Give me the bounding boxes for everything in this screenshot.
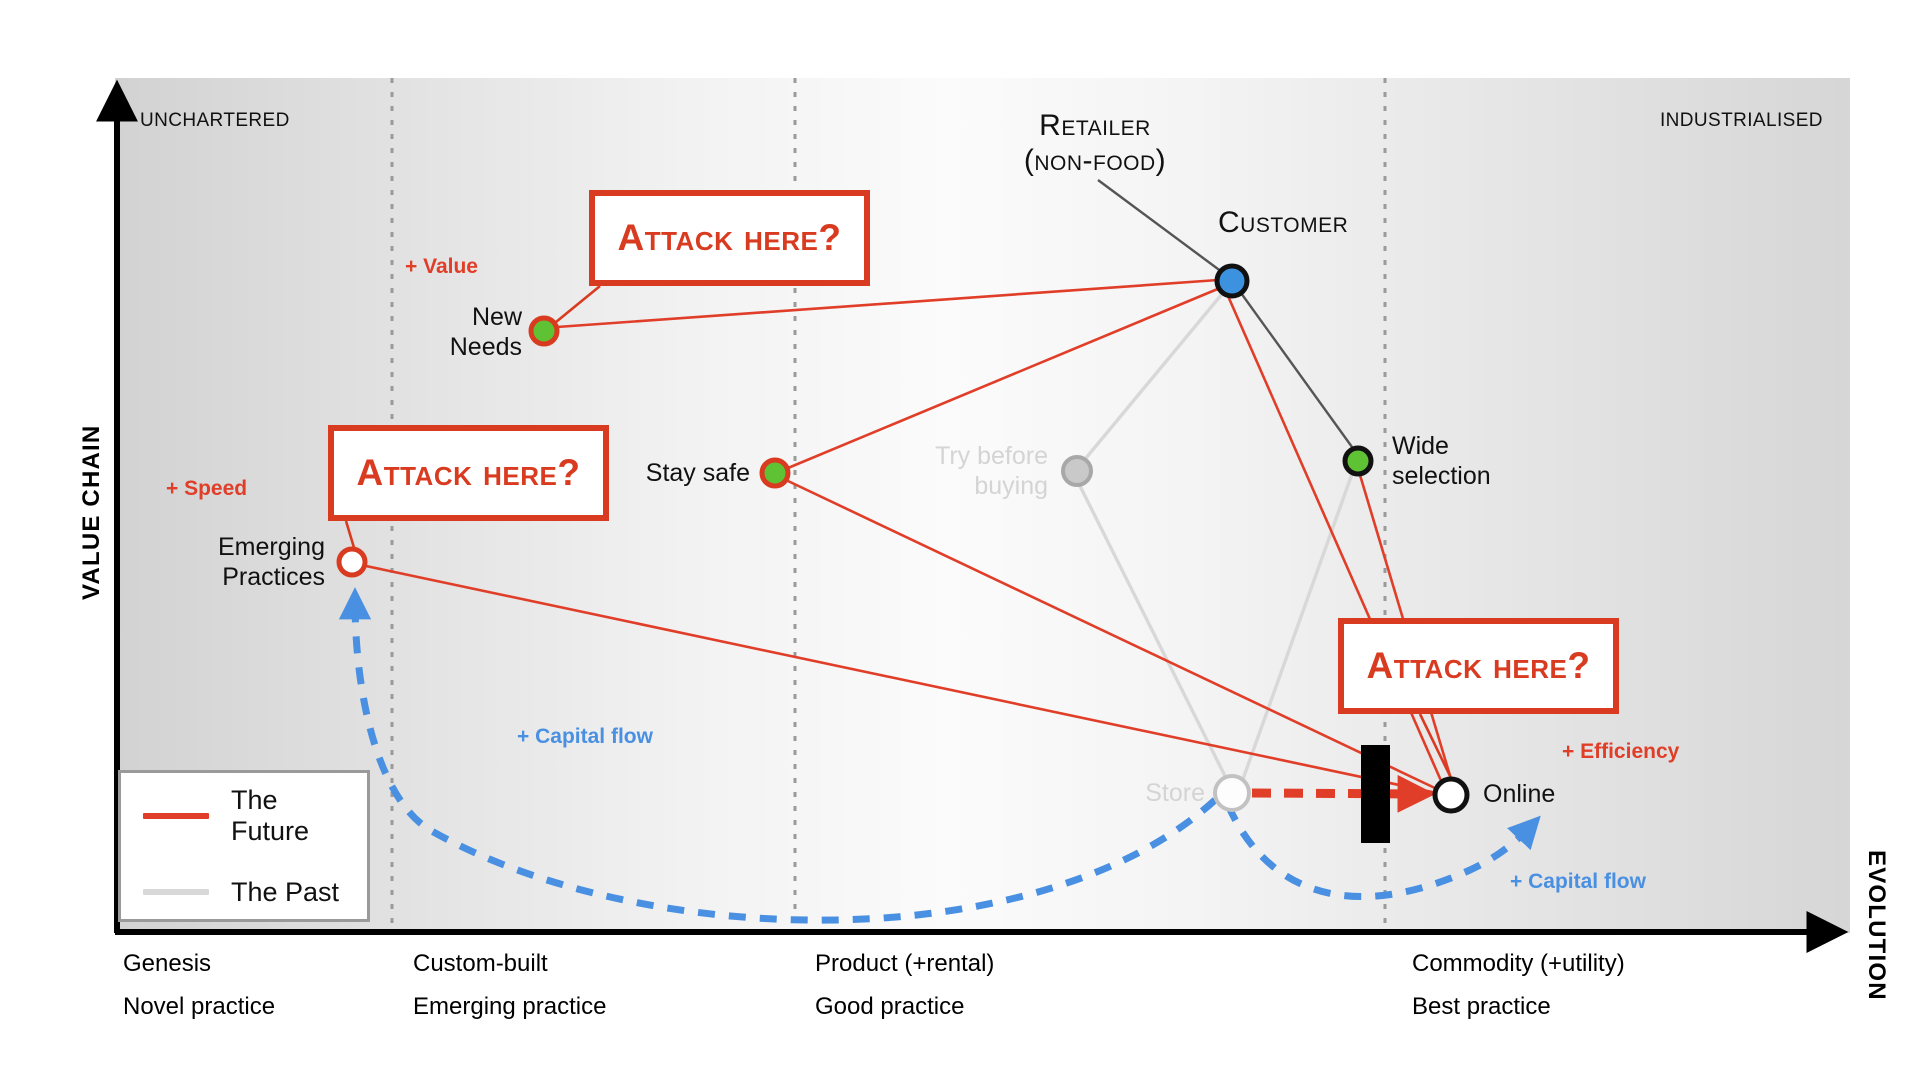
link-customer-try-before — [1084, 292, 1224, 460]
map-nodes — [336, 263, 1470, 814]
node-label-retailer: Retailer (non-food) — [1023, 109, 1167, 178]
benefit-note-value: + Value — [405, 255, 478, 278]
node-new-needs[interactable] — [528, 315, 560, 347]
callout-bottom-connector — [1418, 713, 1454, 781]
capital-flow-left-arc — [338, 587, 1218, 924]
stage-name-genesis: Genesis — [123, 950, 212, 977]
link-new-needs-customer — [556, 278, 1219, 329]
node-label-online: Online — [1483, 780, 1556, 808]
node-customer[interactable] — [1214, 263, 1250, 299]
link-stay-safe-customer — [787, 286, 1221, 470]
legend-label-future: The Future — [231, 784, 310, 846]
node-label-customer: Customer — [1218, 206, 1349, 239]
node-stay-safe[interactable] — [759, 457, 791, 489]
link-retailer-customer — [1097, 179, 1223, 273]
callout-attack-here-middle-label: Attack here? — [356, 452, 581, 493]
link-stay-safe-online — [787, 479, 1438, 791]
callout-attack-here-bottom[interactable]: Attack here? — [1338, 618, 1619, 714]
link-emerging-online — [365, 564, 1438, 795]
benefit-note-efficiency: + Efficiency — [1562, 740, 1680, 763]
legend-item-the-future: The Future — [143, 785, 345, 847]
capital-flow-label-left: + Capital flow — [517, 725, 653, 748]
legend-swatch-past — [143, 889, 209, 895]
callout-attack-here-top-label: Attack here? — [617, 217, 842, 258]
stage-practice-genesis: Novel practice — [123, 993, 276, 1020]
node-label-wide-selection: Wide selection — [1392, 432, 1491, 490]
callout-attack-here-bottom-label: Attack here? — [1366, 645, 1591, 686]
node-online[interactable] — [1432, 776, 1470, 814]
zone-label-unchartered: UNCHARTERED — [140, 110, 290, 131]
stage-practice-custom-built: Emerging practice — [413, 993, 607, 1020]
link-try-before-store — [1078, 485, 1228, 779]
legend-item-the-past: The Past — [143, 877, 345, 908]
callout-connectors — [344, 284, 1454, 781]
node-label-new-needs: New Needs — [449, 303, 522, 361]
legend-label-past: The Past — [231, 876, 340, 907]
capital-flow-right-arc — [1224, 803, 1541, 900]
stage-name-product: Product (+rental) — [815, 950, 995, 977]
stage-name-commodity: Commodity (+utility) — [1412, 950, 1625, 977]
callout-attack-here-top[interactable]: Attack here? — [589, 190, 870, 286]
capital-flow-label-right: + Capital flow — [1510, 870, 1646, 893]
node-label-emerging-practices: Emerging Practices — [218, 533, 325, 591]
node-label-try-before-buying: Try before buying — [934, 442, 1048, 500]
stage-practice-product: Good practice — [815, 993, 965, 1020]
link-customer-wide-selection — [1240, 292, 1353, 448]
node-label-store: Store — [1145, 779, 1205, 807]
legend: The Future The Past — [118, 770, 370, 922]
node-store[interactable] — [1213, 774, 1251, 812]
benefit-note-speed: + Speed — [166, 477, 248, 500]
node-wide-selection[interactable] — [1342, 445, 1374, 477]
zone-label-industrialised: INDUSTRIALISED — [1660, 110, 1823, 131]
node-emerging-practices[interactable] — [336, 546, 368, 578]
callout-top-connector — [555, 284, 601, 324]
x-axis-title: EVOLUTION — [1863, 850, 1890, 1001]
callout-attack-here-middle[interactable]: Attack here? — [328, 425, 609, 521]
inertia-barrier — [1361, 745, 1390, 843]
legend-swatch-future — [143, 812, 209, 819]
callout-middle-connector — [344, 520, 357, 552]
past-links — [1078, 179, 1354, 780]
y-axis-title: VALUE CHAIN — [78, 424, 105, 600]
stage-practice-commodity: Best practice — [1412, 993, 1551, 1020]
stage-name-custom-built: Custom-built — [413, 950, 548, 977]
node-try-before-buying[interactable] — [1061, 455, 1093, 487]
movement-arrow-store-to-online[interactable] — [1251, 774, 1436, 813]
link-wide-selection-store — [1241, 473, 1354, 780]
node-label-stay-safe: Stay safe — [645, 459, 750, 487]
